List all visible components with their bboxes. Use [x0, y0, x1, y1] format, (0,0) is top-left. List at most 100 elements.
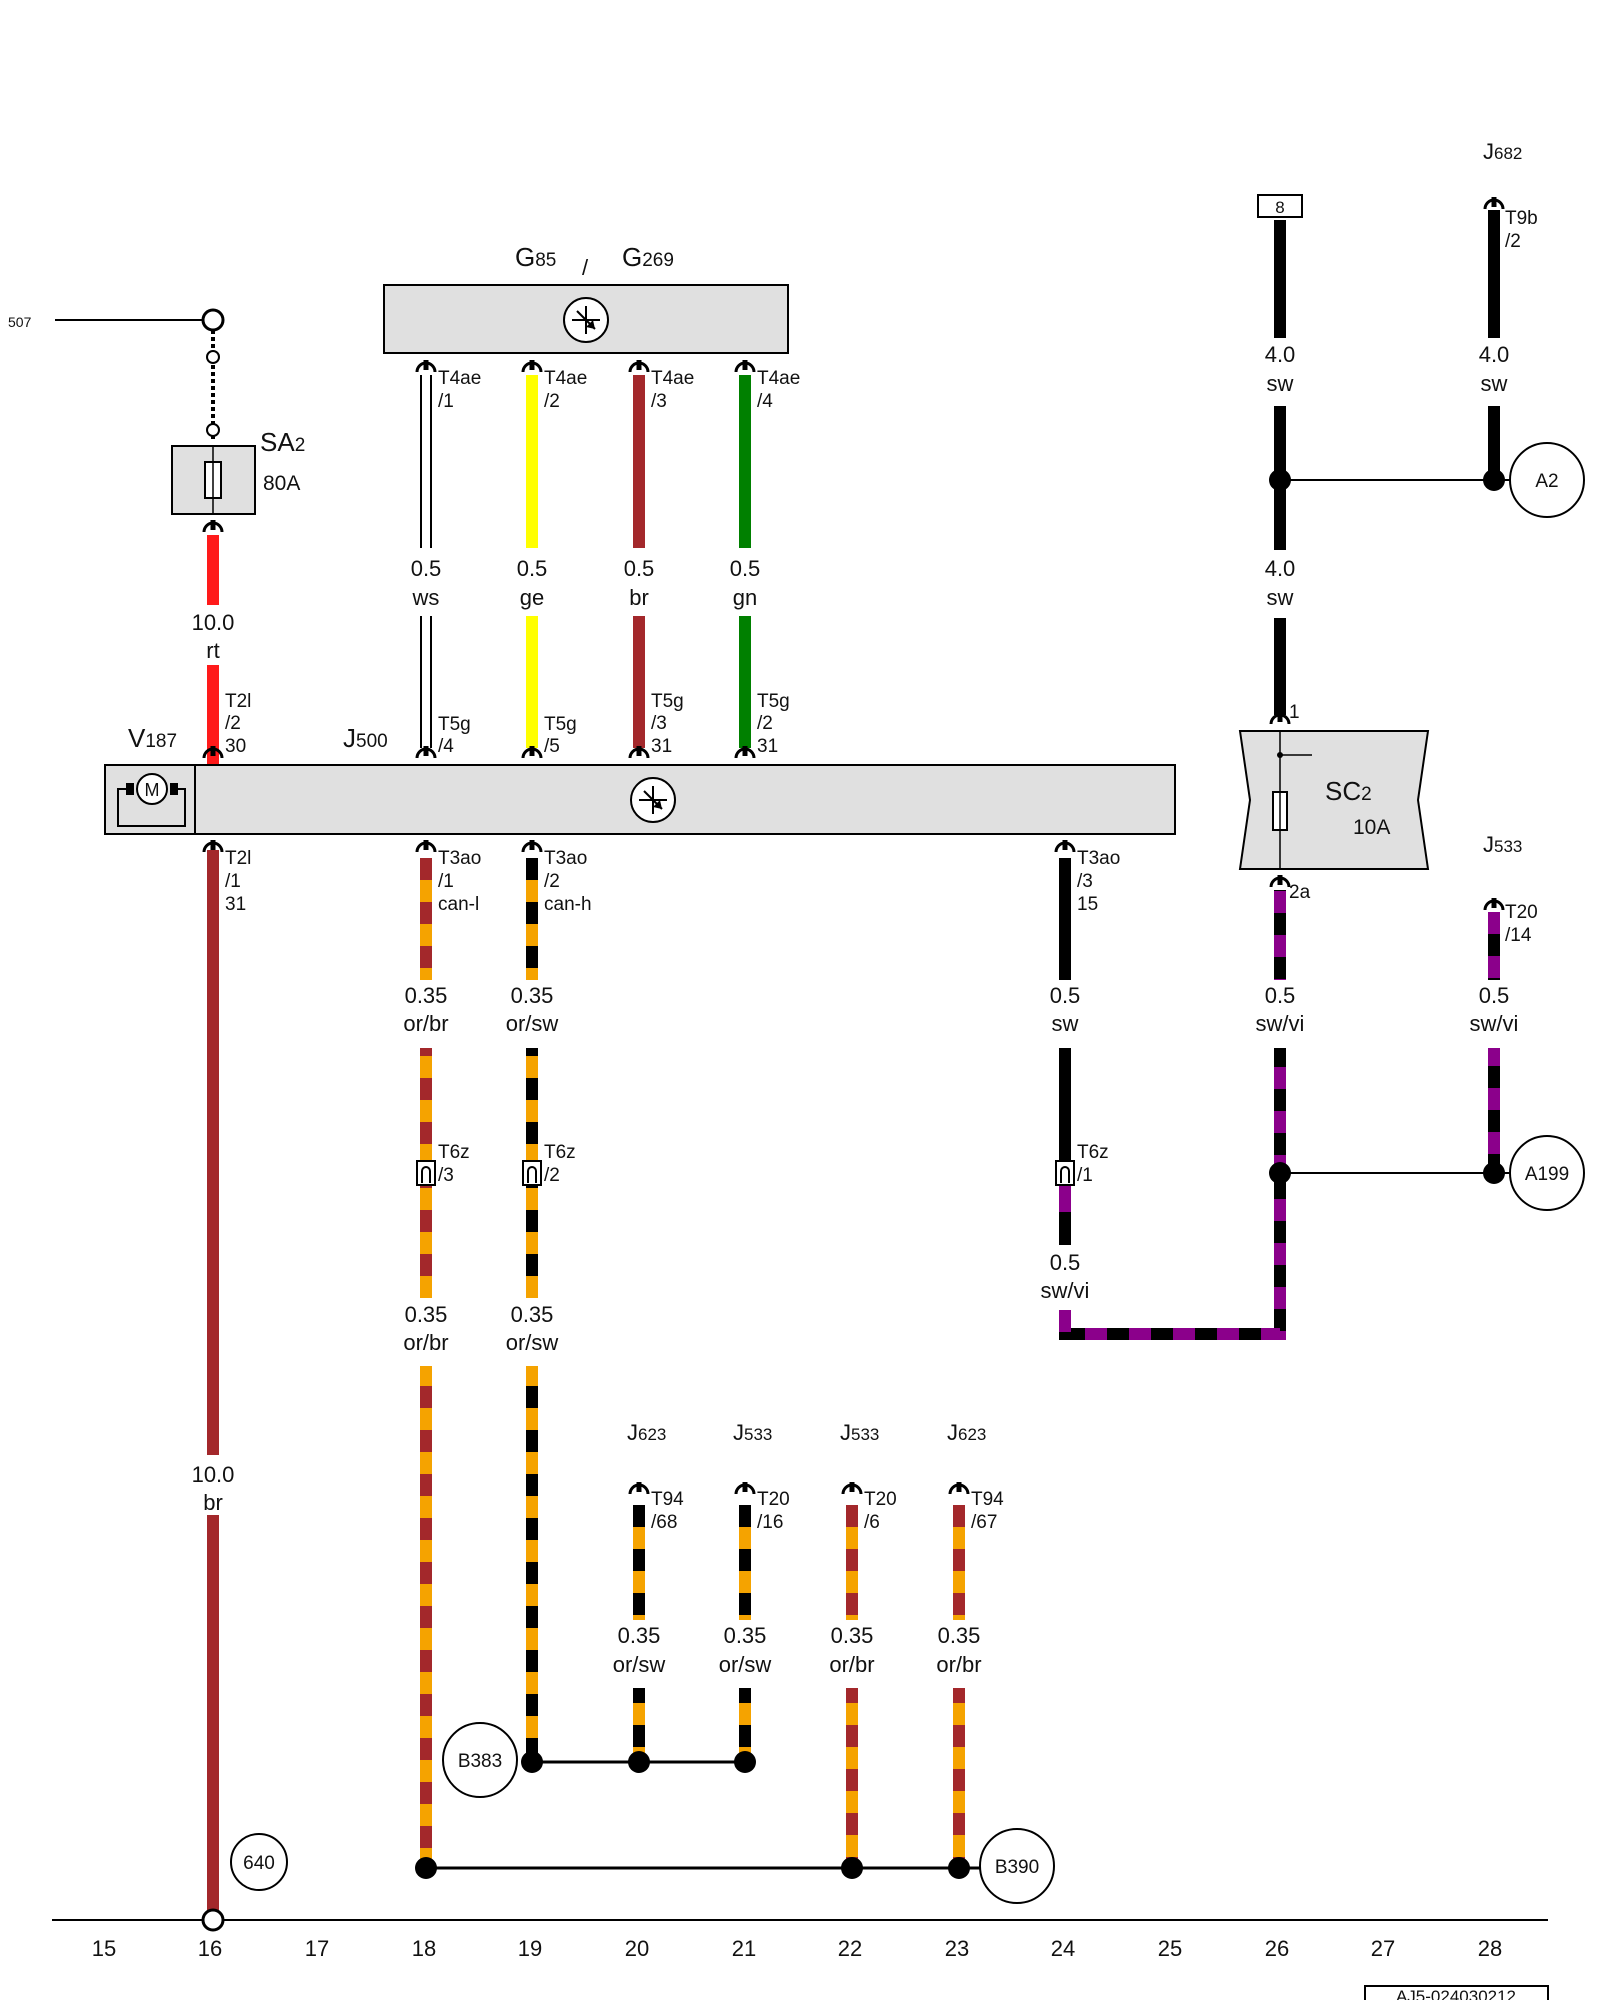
grid-number: 22: [838, 1936, 862, 1961]
svg-text:/2: /2: [544, 1165, 560, 1186]
svg-text:0.35: 0.35: [511, 1302, 554, 1327]
grid-number: 23: [945, 1936, 969, 1961]
svg-text:ge: ge: [520, 585, 544, 610]
svg-text:or/sw: or/sw: [506, 1011, 559, 1036]
svg-text:sw/vi: sw/vi: [1256, 1011, 1305, 1036]
terminal-8-label: 8: [1275, 198, 1284, 217]
svg-text:or/br: or/br: [403, 1330, 448, 1355]
grid-number: 26: [1265, 1936, 1289, 1961]
svg-text:ws: ws: [412, 585, 440, 610]
svg-text:/1: /1: [1077, 1165, 1093, 1186]
svg-text:/1: /1: [225, 871, 241, 892]
j682-conn: T9b: [1505, 208, 1538, 229]
svg-text:31: 31: [225, 894, 246, 915]
conn-j533-right: [1483, 896, 1505, 912]
fuse-sc2: [1238, 730, 1430, 870]
svg-text:0.35: 0.35: [405, 1302, 448, 1327]
fuse-sa2: [171, 445, 256, 515]
svg-text:or/br: or/br: [403, 1011, 448, 1036]
svg-text:4.0: 4.0: [1265, 342, 1296, 367]
svg-text:T4ae: T4ae: [757, 368, 800, 389]
ground-b390: B390: [979, 1828, 1055, 1904]
svg-text:15: 15: [1077, 894, 1098, 915]
label-j533-right: J533: [1483, 832, 1522, 857]
grid-number: 19: [518, 1936, 542, 1961]
page-ref-507: 507: [8, 314, 32, 330]
grid-number: 25: [1158, 1936, 1182, 1961]
fuse-sc2-rating: 10A: [1353, 816, 1390, 839]
svg-text:sw: sw: [1267, 585, 1294, 610]
svg-text:J533: J533: [733, 1420, 772, 1445]
svg-text:/3: /3: [1077, 871, 1093, 892]
svg-text:T3ao: T3ao: [1077, 848, 1120, 869]
svg-text:J623: J623: [947, 1420, 986, 1445]
label-g269: G269: [622, 242, 674, 272]
svg-text:or/br: or/br: [829, 1652, 874, 1677]
conn-sa2-out: [202, 518, 224, 534]
svg-text:T4ae: T4ae: [651, 368, 694, 389]
bottom-module-pin-labels: T94 /68 T20 /16 T20 /6 T94 /67: [651, 1489, 1004, 1533]
fuse-joint-bottom: [206, 423, 220, 437]
svg-text:T3ao: T3ao: [438, 848, 481, 869]
junction-dots: [415, 469, 1505, 1879]
svg-text:0.5: 0.5: [1265, 983, 1296, 1008]
svg-text:T3ao: T3ao: [544, 848, 587, 869]
motor-symbol: M: [145, 780, 160, 800]
svg-text:/4: /4: [438, 736, 454, 757]
svg-text:0.35: 0.35: [938, 1623, 981, 1648]
svg-text:30: 30: [225, 736, 246, 757]
svg-text:br: br: [629, 585, 649, 610]
label-j682: J682: [1483, 139, 1522, 164]
svg-text:0.5: 0.5: [1050, 1250, 1081, 1275]
svg-text:/2: /2: [225, 713, 241, 734]
svg-text:or/sw: or/sw: [506, 1330, 559, 1355]
conn-sc2-out: [1269, 873, 1291, 889]
svg-text:T6z: T6z: [438, 1142, 470, 1163]
grid-number: 18: [412, 1936, 436, 1961]
ground-640: 640: [230, 1833, 288, 1891]
svg-text:/3: /3: [651, 391, 667, 412]
svg-text:sw/vi: sw/vi: [1041, 1278, 1090, 1303]
svg-text:0.35: 0.35: [511, 983, 554, 1008]
svg-text:sw/vi: sw/vi: [1470, 1011, 1519, 1036]
svg-text:/1: /1: [438, 871, 454, 892]
j533-right-pin: /14: [1505, 925, 1532, 946]
wires-layer: [52, 210, 1548, 1921]
terminal-open-circle: [201, 308, 225, 332]
grid-number: 15: [92, 1936, 116, 1961]
j533-right-conn: T20: [1505, 902, 1538, 923]
svg-text:/2: /2: [757, 713, 773, 734]
svg-text:0.5: 0.5: [730, 556, 761, 581]
svg-text:/2: /2: [544, 871, 560, 892]
svg-text:T94: T94: [651, 1489, 684, 1510]
svg-text:0.5: 0.5: [1479, 983, 1510, 1008]
j500-top-connector-labels: T2l /2 30 T5g /4 T5g /5 T5g /3 31 T5g /2…: [225, 691, 790, 757]
svg-text:/67: /67: [971, 1512, 997, 1533]
svg-text:/3: /3: [438, 1165, 454, 1186]
doc-ref: AJ5-024030212: [1364, 1985, 1549, 2000]
svg-text:B383: B383: [458, 1751, 502, 1772]
grid-numbers: 15 16 17 18 19 20 21 22 23 24 25 26 27 2…: [92, 1936, 1502, 1961]
svg-text:rt: rt: [206, 638, 219, 663]
fuse-sa2-label: SA2: [260, 427, 305, 457]
ground-a2: A2: [1509, 442, 1585, 518]
svg-text:/2: /2: [544, 391, 560, 412]
svg-text:T5g: T5g: [438, 714, 471, 735]
conn-sc2-in: [1269, 710, 1291, 726]
svg-text:640: 640: [243, 1853, 275, 1874]
svg-text:/68: /68: [651, 1512, 677, 1533]
svg-text:/4: /4: [757, 391, 773, 412]
svg-text:br: br: [203, 1490, 223, 1515]
svg-text:0.35: 0.35: [724, 1623, 767, 1648]
svg-text:/16: /16: [757, 1512, 783, 1533]
svg-text:A2: A2: [1535, 471, 1558, 492]
svg-text:T94: T94: [971, 1489, 1004, 1510]
grid-number: 17: [305, 1936, 329, 1961]
svg-text:31: 31: [757, 736, 778, 757]
conn-j682: [1483, 195, 1505, 211]
grid-number: 24: [1051, 1936, 1075, 1961]
j682-pin: /2: [1505, 231, 1521, 252]
label-g85: G85: [515, 242, 556, 272]
svg-text:or/sw: or/sw: [719, 1652, 772, 1677]
